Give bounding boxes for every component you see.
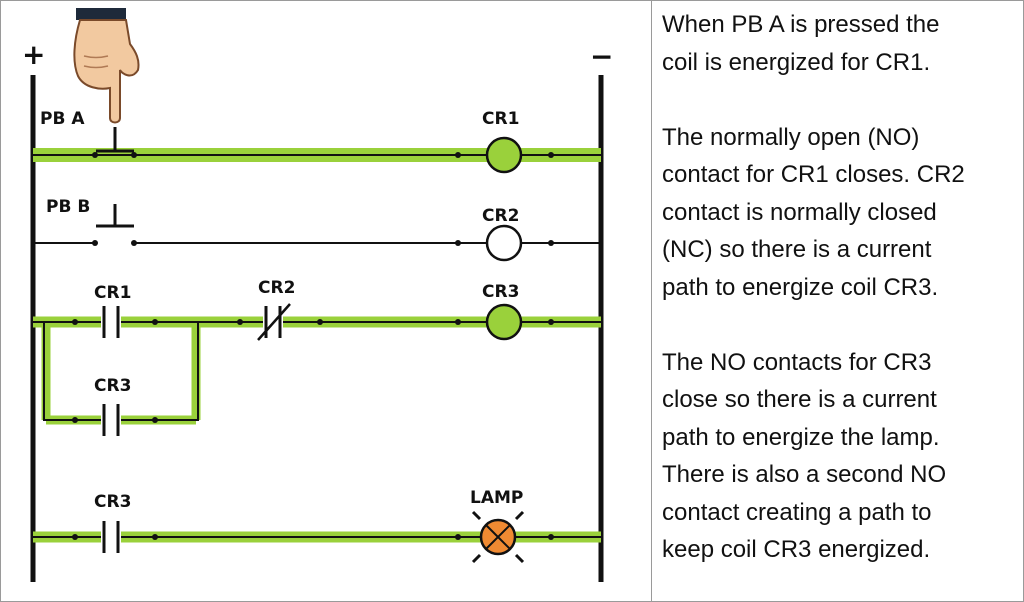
terminal-dot xyxy=(455,240,461,246)
cr1-coil-label: CR1 xyxy=(482,109,519,129)
lamp-ray xyxy=(514,553,525,564)
terminal-dot xyxy=(131,152,137,158)
cr3-lamp-contact-gap xyxy=(101,521,121,553)
ladder-diagram: + − PB A CR1 PB B CR2 xyxy=(22,8,613,582)
pb-b-label: PB B xyxy=(46,197,90,217)
explanation-line: coil is energized for CR1. xyxy=(662,48,931,76)
terminal-dot xyxy=(92,152,98,158)
terminal-dot xyxy=(152,534,158,540)
paragraph-gap xyxy=(662,81,1014,119)
terminal-dot xyxy=(72,417,78,423)
terminal-dot xyxy=(455,534,461,540)
explanation-line: close so there is a current xyxy=(662,386,937,413)
cr1-coil xyxy=(485,136,523,174)
lamp-ray xyxy=(471,553,482,564)
terminal-dot xyxy=(72,534,78,540)
paragraph-gap xyxy=(662,306,1014,344)
lamp-icon xyxy=(471,510,525,564)
terminal-dot xyxy=(548,152,554,158)
cr2-coil-label: CR2 xyxy=(482,206,519,226)
cr2-nc-slash xyxy=(257,303,291,341)
terminal-dot xyxy=(152,319,158,325)
terminal-dot xyxy=(548,534,554,540)
cr2-contact-label: CR2 xyxy=(258,278,295,298)
terminal-dot xyxy=(152,417,158,423)
hand-knuckles xyxy=(83,55,109,69)
terminal-dot xyxy=(317,319,323,325)
cr3-lamp-contact-label: CR3 xyxy=(94,492,131,512)
cr1-contact-label: CR1 xyxy=(94,283,131,303)
terminal-dot xyxy=(72,319,78,325)
lamp-label: LAMP xyxy=(470,488,523,508)
hand-cuff xyxy=(76,8,126,20)
panel-divider xyxy=(651,0,652,602)
rung-1: PB A CR1 xyxy=(33,109,601,174)
explanation-line: contact creating a path to xyxy=(662,498,932,526)
rung-3: CR1 CR2 CR3 CR3 xyxy=(33,278,601,436)
explanation-line: path to energize the lamp. xyxy=(662,423,940,451)
lamp-cross-2 xyxy=(485,524,511,550)
terminal-dot xyxy=(548,319,554,325)
terminal-dot xyxy=(548,240,554,246)
explanation-line: path to energize coil CR3. xyxy=(662,273,939,301)
explanation-line: contact for CR1 closes. CR2 xyxy=(662,161,965,188)
terminal-dot xyxy=(455,152,461,158)
explanation-line: (NC) so there is a current xyxy=(662,236,932,263)
lamp-ray xyxy=(514,510,525,521)
explanation-panel: When PB A is pressed the coil is energiz… xyxy=(662,6,1014,569)
explanation-line: There is also a second NO xyxy=(662,461,947,488)
terminal-dot xyxy=(237,319,243,325)
cr3-branch-contact-label: CR3 xyxy=(94,376,131,396)
hand-shape xyxy=(73,19,140,124)
rung-2: PB B CR2 xyxy=(33,197,601,262)
explanation-line: keep coil CR3 energized. xyxy=(662,536,931,563)
negative-rail-label: − xyxy=(590,40,613,73)
rung-4: CR3 LAMP xyxy=(33,488,601,564)
cr3-coil-label: CR3 xyxy=(482,282,519,302)
pb-a-label: PB A xyxy=(40,109,85,129)
terminal-dot xyxy=(131,240,137,246)
terminal-dot xyxy=(92,240,98,246)
positive-rail-label: + xyxy=(22,38,45,71)
cr3-branch-contact-gap xyxy=(101,404,121,436)
cr2-coil xyxy=(485,224,523,262)
cr3-coil xyxy=(485,303,523,341)
explanation-line: contact is normally closed xyxy=(662,198,937,226)
lamp-ray xyxy=(471,510,482,521)
explanation-line: The NO contacts for CR3 xyxy=(662,348,932,376)
terminal-dot xyxy=(455,319,461,325)
explanation-line: The normally open (NO) xyxy=(662,123,920,151)
explanation-line: When PB A is pressed the xyxy=(662,11,940,38)
pointing-hand-icon xyxy=(73,8,140,124)
cr1-contact-gap xyxy=(101,306,121,338)
